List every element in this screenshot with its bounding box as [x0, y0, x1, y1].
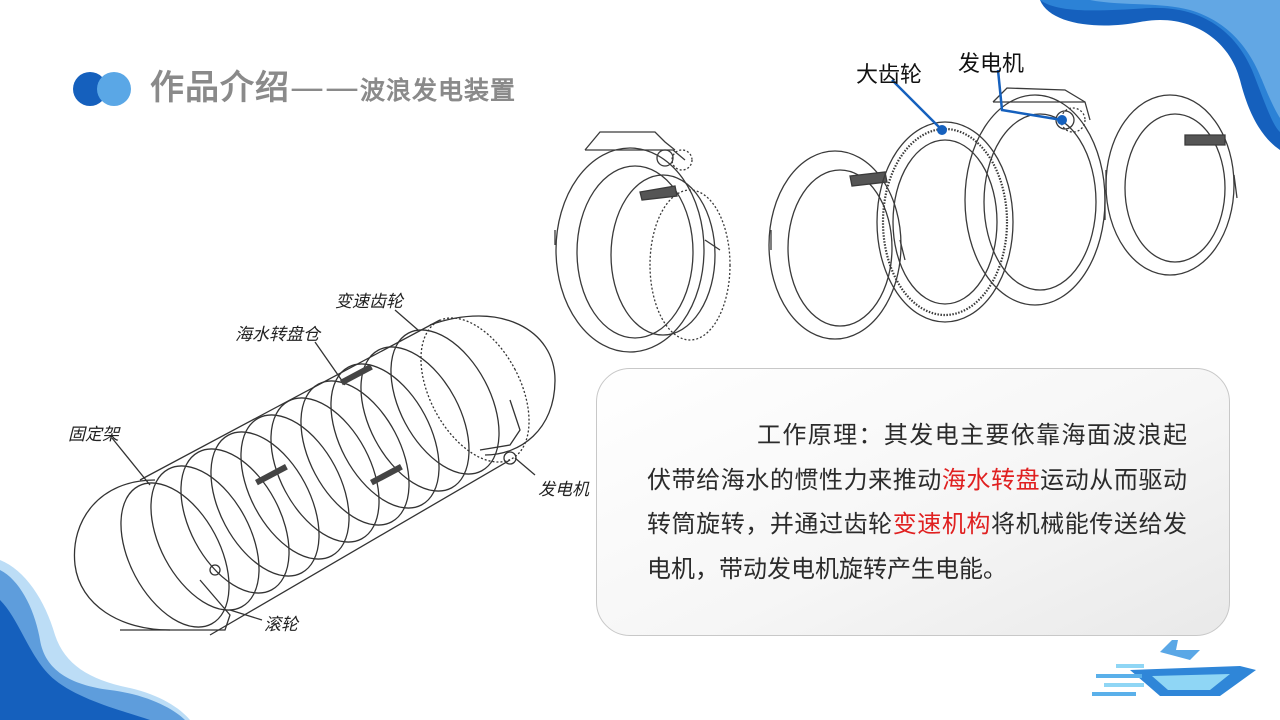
title-bullet-icon: [73, 72, 131, 106]
principle-text: 工作原理：其发电主要依靠海面波浪起伏带给海水的惯性力来推动海水转盘运动从而驱动转…: [647, 413, 1187, 591]
assembled-device-diagram: 变速齿轮 海水转盘仓 固定架 发电机 滚轮: [68, 292, 590, 636]
title-subtitle: 波浪发电装置: [360, 76, 517, 105]
title-dash: ——: [290, 68, 360, 108]
label-roller: 滚轮: [264, 615, 300, 635]
principle-part-2: 运动从而驱动转筒旋转，并通过齿轮: [647, 465, 1188, 539]
title-text: 作品介绍: [150, 68, 290, 108]
label-generator: 发电机: [538, 480, 590, 500]
callout-generator: 发电机: [958, 52, 1025, 77]
corner-wave-top-right: [1040, 0, 1280, 150]
exploded-ring-diagram: [554, 87, 1238, 353]
callout-big-gear: 大齿轮: [856, 63, 923, 88]
principle-part-1: 工作原理：其发电主要依靠海面波浪起伏带给海水的惯性力来推动: [647, 421, 1187, 494]
corner-wave-bottom-left: [0, 560, 190, 720]
page-title: 作品介绍——波浪发电装置: [150, 60, 516, 109]
label-chamber: 海水转盘仓: [235, 325, 322, 345]
label-frame: 固定架: [68, 425, 121, 445]
principle-box: 工作原理：其发电主要依靠海面波浪起伏带给海水的惯性力来推动海水转盘运动从而驱动转…: [596, 368, 1230, 636]
principle-part-3: 将机械能传送给发电机，带动发电机旋转产生电能。: [647, 510, 1188, 583]
callout-lines: [891, 70, 1067, 135]
ship-logo: [1092, 640, 1256, 696]
label-gearbox: 变速齿轮: [335, 292, 405, 312]
highlight-gear-mechanism: 变速机构: [892, 510, 992, 538]
highlight-sea-turntable: 海水转盘: [941, 465, 1041, 494]
